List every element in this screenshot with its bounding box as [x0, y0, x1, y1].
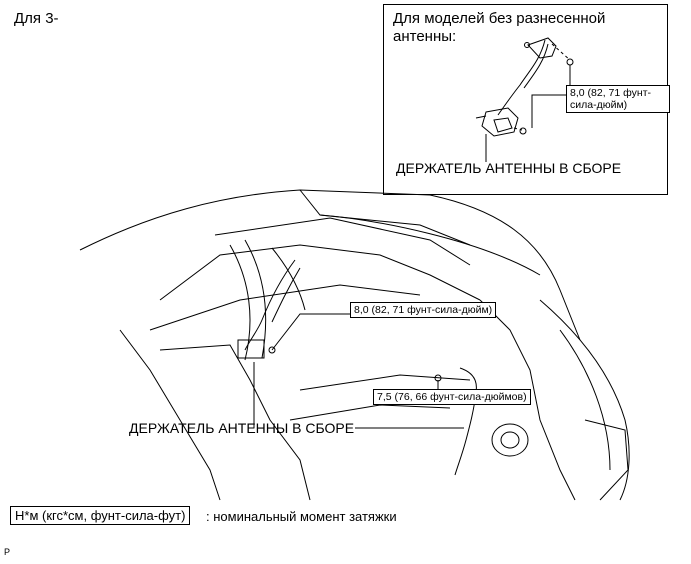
inset-title-line1: Для моделей без разнесенной — [393, 10, 606, 27]
main-vehicle-drawing — [79, 189, 630, 501]
inset-holder-label: ДЕРЖАТЕЛЬ АНТЕННЫ В СБОРЕ — [396, 160, 622, 176]
main-torque-callout-1: 8,0 (82, 71 фунт-сила-дюйм) — [350, 302, 497, 318]
corner-letter: P — [4, 547, 11, 557]
legend-unit-box: Н*м (кгс*см, фунт-сила-фут) — [10, 506, 191, 525]
inset-title-line2: антенны: — [393, 28, 457, 45]
section-label: Для 3- — [14, 10, 59, 27]
inset-torque-callout: 8,0 (82, 71 фунт-сила-дюйм) — [566, 85, 670, 113]
inset-antenna-holder-drawing — [475, 37, 574, 162]
main-holder-label: ДЕРЖАТЕЛЬ АНТЕННЫ В СБОРЕ — [129, 420, 355, 436]
main-torque-callout-2: 7,5 (76, 66 фунт-сила-дюймов) — [373, 389, 531, 405]
legend-description: : номинальный момент затяжки — [206, 509, 397, 524]
